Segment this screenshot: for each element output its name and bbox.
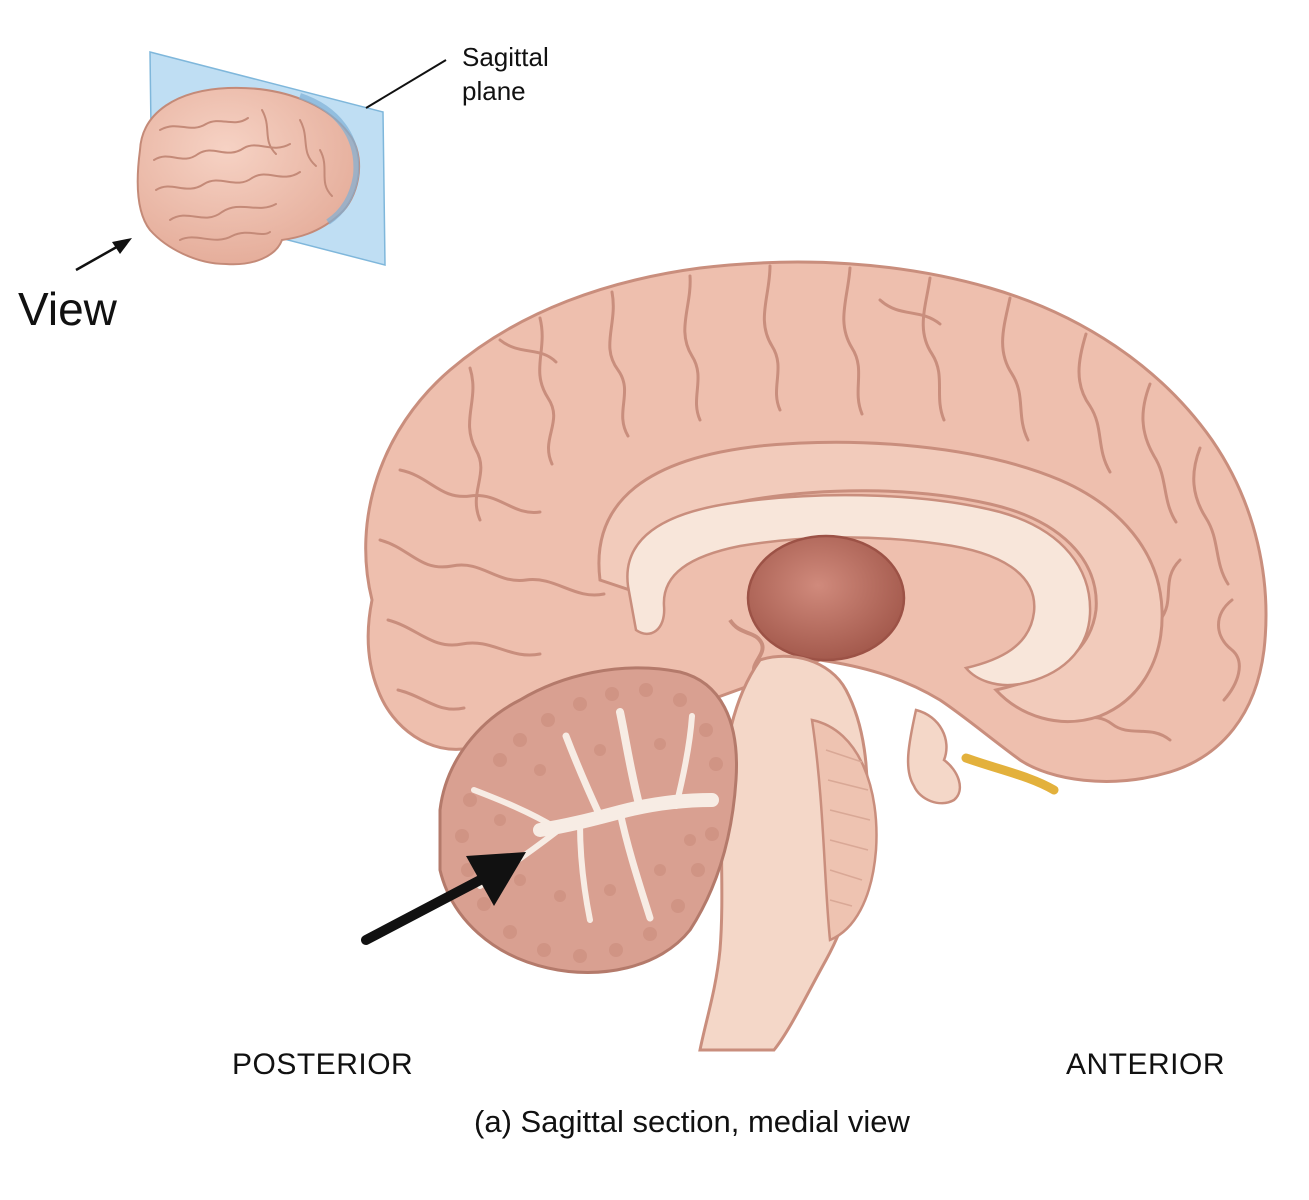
olfactory-tract (961, 753, 1059, 795)
sagittal-plane-label: Sagittal plane (462, 40, 549, 108)
arbor-vitae (471, 708, 719, 923)
pons (810, 718, 878, 942)
pons-striations (825, 749, 871, 907)
posterior-label: POSTERIOR (232, 1048, 414, 1081)
thalamus (746, 534, 906, 662)
cerebrum-gyri (378, 264, 1241, 742)
sagittal-plane-label-line2: plane (462, 76, 526, 106)
sagittal-brain-section (364, 260, 1268, 1052)
anterior-label: ANTERIOR (1066, 1048, 1226, 1081)
view-arrow (75, 238, 132, 272)
sagittal-plane-label-line1: Sagittal (462, 42, 549, 72)
plane-leader-line (365, 59, 447, 109)
figure-caption: (a) Sagittal section, medial view (474, 1104, 910, 1139)
inset-brain-figure (136, 51, 386, 266)
cerebellar-folia (455, 683, 723, 963)
cerebellum-pointer-arrow (361, 852, 526, 945)
inset-brain-edge-blue (299, 93, 360, 225)
cingulate-gyrus (597, 440, 1164, 724)
view-label: View (18, 283, 117, 335)
inset-gyri (153, 109, 333, 241)
pituitary (906, 708, 962, 805)
corpus-callosum (626, 493, 1092, 687)
